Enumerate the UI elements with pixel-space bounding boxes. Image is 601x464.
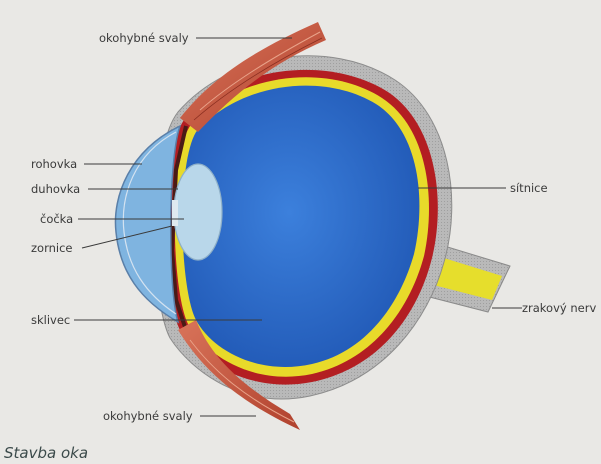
figure-caption: Stavba oka xyxy=(4,444,88,462)
label-retina: sítnice xyxy=(510,182,548,195)
label-optic-nerve: zrakový nerv xyxy=(522,302,596,315)
label-cornea: rohovka xyxy=(31,158,77,171)
label-iris: duhovka xyxy=(31,183,80,196)
lens xyxy=(174,164,222,260)
cornea xyxy=(115,126,180,322)
label-vitreous: sklivec xyxy=(31,314,70,327)
label-pupil: zornice xyxy=(31,242,72,255)
pupil xyxy=(172,200,178,226)
label-lens: čočka xyxy=(40,213,73,226)
label-eye-muscles-top: okohybné svaly xyxy=(99,32,189,45)
label-eye-muscles-bottom: okohybné svaly xyxy=(103,410,193,423)
